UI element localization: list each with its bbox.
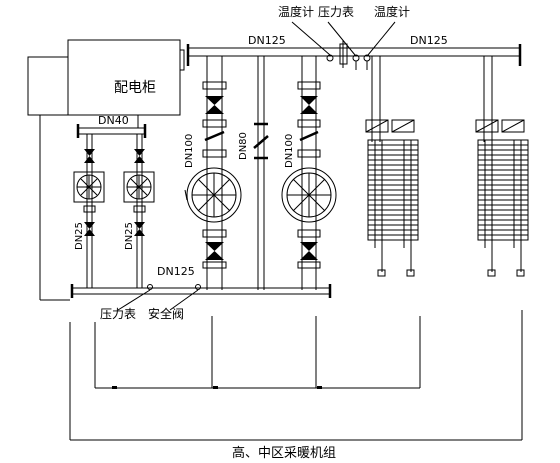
thermometer-left-label: 温度计 [278, 4, 314, 19]
plate-heat-exchanger-2 [475, 56, 529, 277]
circulation-pump-2 [281, 56, 337, 290]
bottom-return-main [70, 284, 332, 311]
makeup-pump-1 [73, 134, 105, 288]
pressure-gauge-bottom-label: 压力表 [100, 307, 136, 321]
dn100-right-label: DN100 [284, 134, 295, 168]
circulation-pump-1 [184, 56, 242, 290]
pressure-gauge-top-label: 压力表 [318, 5, 354, 19]
plate-heat-exchanger-1 [365, 56, 419, 277]
dn40-label: DN40 [98, 114, 129, 127]
thermometer-right-label: 温度计 [374, 4, 410, 19]
makeup-pump-2 [123, 134, 155, 288]
distribution-cabinet [27, 39, 185, 301]
dn25-left-label: DN25 [74, 222, 85, 250]
dn125-bottom-label: DN125 [157, 265, 195, 278]
dn80-label: DN80 [238, 132, 249, 160]
dn125-top-left-label: DN125 [248, 34, 286, 47]
safety-valve-label: 安全阀 [148, 306, 184, 321]
heating-units-frame [69, 310, 523, 441]
dn100-left-label: DN100 [184, 134, 195, 168]
top-instruments [291, 21, 396, 70]
dn125-top-right-label: DN125 [410, 34, 448, 47]
makeup-manifold [76, 115, 147, 138]
caption: 高、中区采暖机组 [232, 445, 336, 461]
cabinet-label: 配电柜 [114, 80, 156, 96]
bypass-line [253, 56, 269, 290]
dn25-right-label: DN25 [124, 222, 135, 250]
